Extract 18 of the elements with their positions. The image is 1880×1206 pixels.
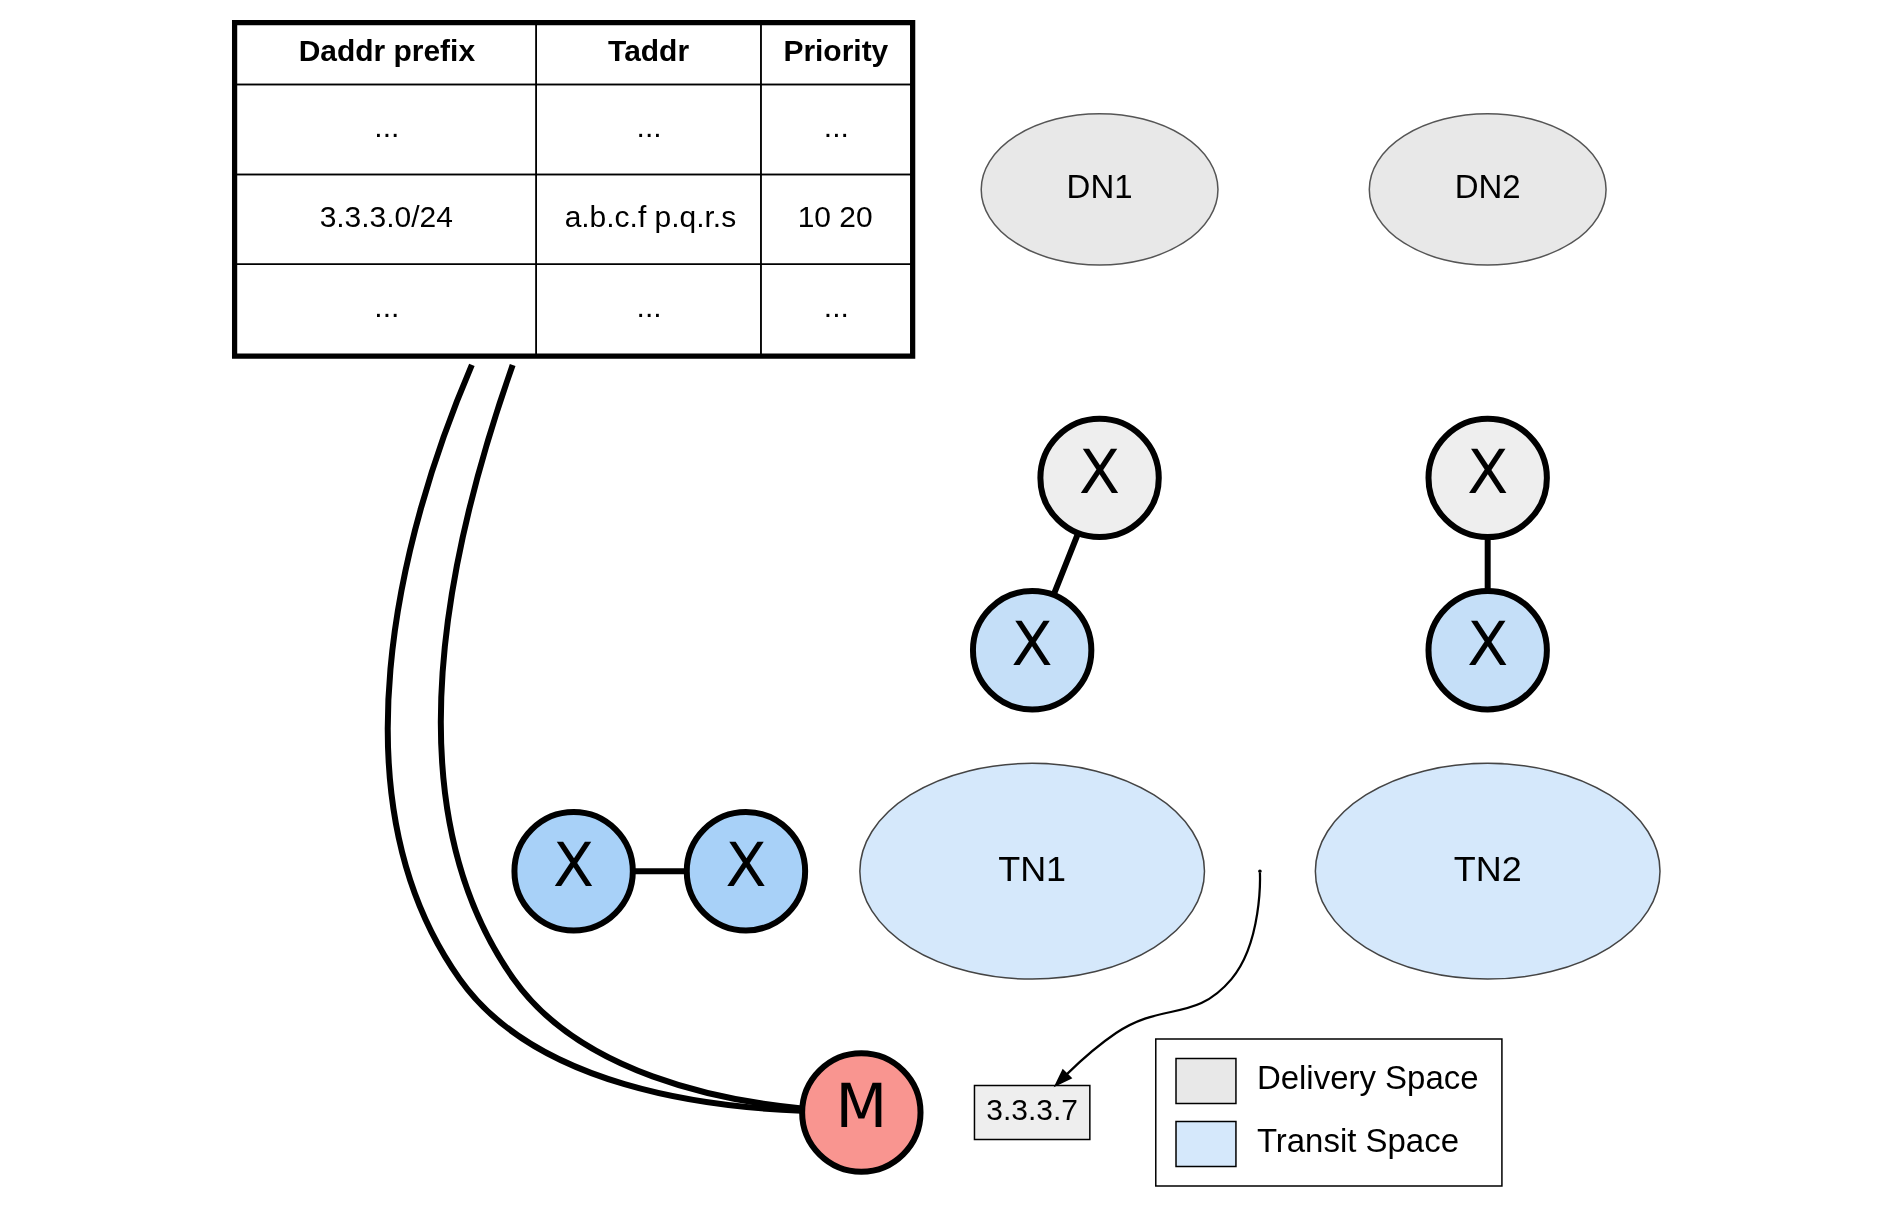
connector (1484, 537, 1491, 591)
connector (632, 868, 687, 875)
node-box: 3.3.3.7 (973, 1084, 1091, 1141)
connector (1050, 532, 1081, 596)
legend-label: Delivery Space (1256, 1059, 1479, 1097)
node-circle: X (1425, 588, 1550, 713)
node-circle: M (799, 1050, 924, 1175)
node-ellipse: DN2 (1368, 113, 1607, 266)
node-circle: X (969, 588, 1095, 713)
node-ellipse: TN1 (859, 762, 1206, 980)
node-circle: X (683, 809, 809, 934)
node-circle: X (1037, 415, 1162, 541)
arrow (1053, 872, 1262, 1088)
node-ellipse: TN2 (1314, 762, 1661, 980)
legend-label: Transit Space (1256, 1122, 1460, 1160)
node-circle: X (511, 809, 636, 934)
node-ellipse: DN1 (980, 113, 1219, 266)
node-circle: X (1425, 415, 1550, 541)
